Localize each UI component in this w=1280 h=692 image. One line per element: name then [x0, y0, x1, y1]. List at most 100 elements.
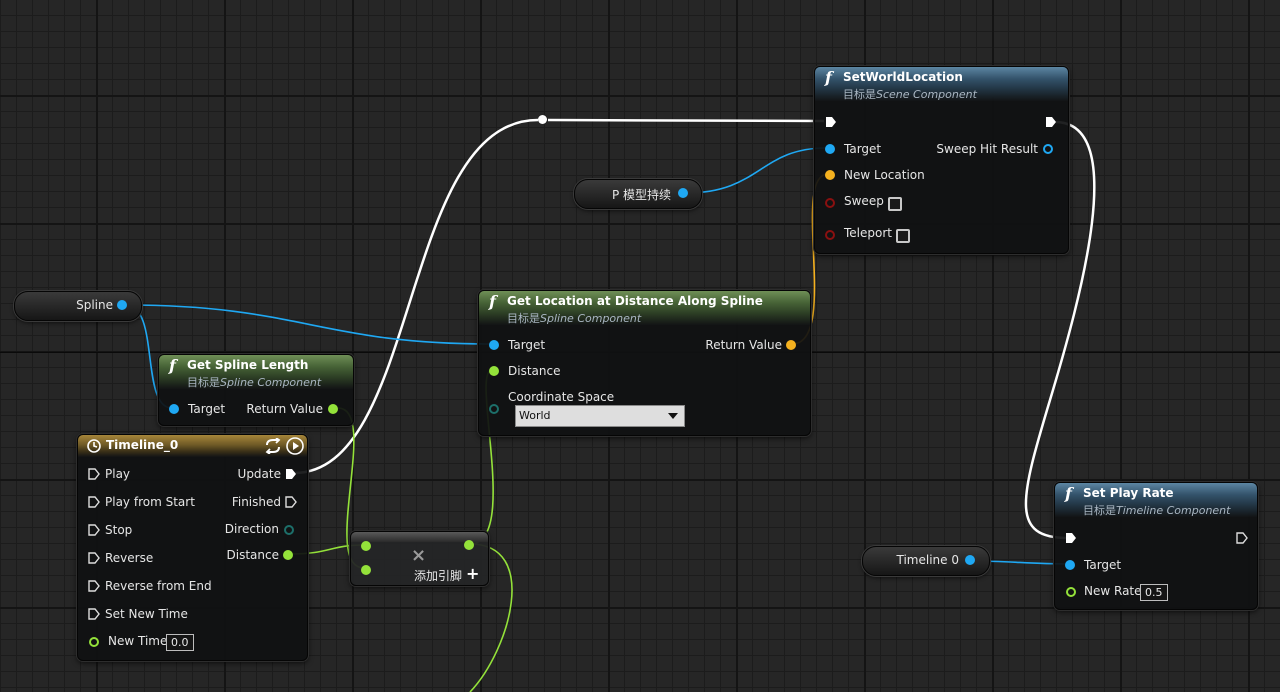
- node-subtitle: 目标是Spline Component: [507, 312, 642, 325]
- get-location-node[interactable]: f Get Location at Distance Along Spline …: [478, 290, 811, 436]
- node-title: Set Play Rate: [1083, 486, 1174, 500]
- distance-label: Distance: [508, 364, 561, 378]
- exec-out-pin[interactable]: [1045, 116, 1057, 128]
- spline-output-pin[interactable]: [117, 300, 127, 310]
- coordinate-space-pin[interactable]: [489, 404, 499, 414]
- multiply-input-a-pin[interactable]: [361, 541, 371, 551]
- target-pin[interactable]: [169, 404, 179, 414]
- distance-pin[interactable]: [489, 366, 499, 376]
- reroute-knot[interactable]: [538, 115, 547, 124]
- get-spline-length-node[interactable]: f Get Spline Length 目标是Spline Component …: [158, 354, 354, 426]
- play-from-start-exec-pin[interactable]: [88, 496, 100, 508]
- multiply-icon: ×: [411, 545, 427, 566]
- return-value-label: Return Value: [705, 338, 782, 352]
- sweep-hit-result-pin[interactable]: [1043, 144, 1053, 154]
- return-value-pin[interactable]: [328, 404, 338, 414]
- function-icon: f: [169, 356, 176, 375]
- chevron-down-icon: [668, 413, 678, 419]
- spline-variable-node[interactable]: Spline: [14, 291, 142, 321]
- new-rate-input[interactable]: 0.5: [1140, 584, 1168, 601]
- multiply-node[interactable]: × 添加引脚 +: [350, 531, 489, 586]
- loop-icon[interactable]: [264, 438, 282, 454]
- direction-label: Direction: [224, 522, 279, 536]
- timeline-node[interactable]: Timeline_0 Play Play from Start Stop Rev…: [77, 434, 308, 661]
- coordinate-space-label: Coordinate Space: [508, 390, 615, 404]
- distance-pin[interactable]: [283, 550, 293, 560]
- new-time-label: New Time: [108, 634, 168, 648]
- update-label: Update: [237, 467, 281, 481]
- teleport-label: Teleport: [844, 226, 892, 240]
- play-exec-pin[interactable]: [88, 468, 100, 480]
- target-pin[interactable]: [1065, 560, 1075, 570]
- sweep-label: Sweep: [844, 194, 884, 208]
- clock-icon: [87, 439, 101, 453]
- update-exec-pin[interactable]: [285, 468, 297, 480]
- node-title: SetWorldLocation: [843, 70, 963, 84]
- node-title: Timeline_0: [106, 438, 179, 452]
- node-title: Get Location at Distance Along Spline: [507, 294, 763, 308]
- reverse-exec-pin[interactable]: [88, 552, 100, 564]
- timeline0-output-pin[interactable]: [965, 555, 975, 565]
- target-label: Target: [1084, 558, 1122, 572]
- autoplay-icon[interactable]: [286, 437, 304, 455]
- reverse-label: Reverse: [105, 551, 154, 565]
- new-time-input[interactable]: 0.0: [166, 634, 194, 651]
- exec-in-pin[interactable]: [1065, 532, 1077, 544]
- p-model-output-pin[interactable]: [678, 188, 688, 198]
- node-header: f Set Play Rate 目标是Timeline Component: [1055, 483, 1257, 517]
- reverse-from-end-label: Reverse from End: [105, 579, 212, 593]
- target-label: Target: [508, 338, 546, 352]
- play-from-start-label: Play from Start: [105, 495, 195, 509]
- coordinate-space-value: World: [519, 409, 551, 422]
- new-location-label: New Location: [844, 168, 925, 182]
- sweep-pin[interactable]: [825, 198, 835, 208]
- target-label: Target: [188, 402, 226, 416]
- multiply-output-pin[interactable]: [464, 540, 474, 550]
- stop-exec-pin[interactable]: [88, 524, 100, 536]
- sweep-hit-result-label: Sweep Hit Result: [936, 142, 1038, 156]
- timeline0-variable-label: Timeline 0: [896, 553, 959, 567]
- wire-spline-to-getlocation: [125, 304, 491, 345]
- add-pin-label[interactable]: 添加引脚: [414, 569, 463, 583]
- function-icon: f: [825, 68, 832, 87]
- node-header: f Get Spline Length 目标是Spline Component: [159, 355, 353, 389]
- play-label: Play: [105, 467, 131, 481]
- node-subtitle: 目标是Spline Component: [187, 376, 322, 389]
- coordinate-space-dropdown[interactable]: World: [515, 405, 685, 427]
- teleport-checkbox[interactable]: [896, 229, 910, 243]
- new-location-pin[interactable]: [825, 170, 835, 180]
- stop-label: Stop: [105, 523, 133, 537]
- function-icon: f: [1065, 484, 1072, 503]
- timeline0-variable-node[interactable]: Timeline 0: [862, 546, 990, 576]
- return-value-pin[interactable]: [786, 340, 796, 350]
- new-time-pin[interactable]: [89, 637, 99, 647]
- reverse-from-end-exec-pin[interactable]: [88, 580, 100, 592]
- exec-in-pin[interactable]: [825, 116, 837, 128]
- set-new-time-exec-pin[interactable]: [88, 608, 100, 620]
- target-pin[interactable]: [825, 144, 835, 154]
- p-model-variable-node[interactable]: P 模型持续: [574, 179, 702, 209]
- set-new-time-label: Set New Time: [105, 607, 188, 621]
- function-icon: f: [489, 292, 496, 311]
- set-play-rate-node[interactable]: f Set Play Rate 目标是Timeline Component Ta…: [1054, 482, 1258, 610]
- distance-label: Distance: [226, 548, 279, 562]
- p-model-variable-label: P 模型持续: [611, 188, 671, 202]
- node-subtitle: 目标是Timeline Component: [1083, 504, 1231, 517]
- exec-out-pin[interactable]: [1236, 532, 1248, 544]
- multiply-input-b-pin[interactable]: [361, 565, 371, 575]
- set-world-location-node[interactable]: f SetWorldLocation 目标是Scene Component Ta…: [814, 66, 1069, 254]
- finished-exec-pin[interactable]: [285, 496, 297, 508]
- add-pin-icon[interactable]: +: [466, 564, 480, 583]
- node-header: Timeline_0: [78, 435, 307, 457]
- exec-wire-reroute-setworld: [547, 118, 825, 123]
- node-header: [351, 532, 488, 542]
- teleport-pin[interactable]: [825, 230, 835, 240]
- sweep-checkbox[interactable]: [888, 197, 902, 211]
- target-pin[interactable]: [489, 340, 499, 350]
- new-rate-pin[interactable]: [1066, 587, 1076, 597]
- wire-pmodel-to-setworld: [685, 147, 827, 194]
- spline-variable-label: Spline: [76, 298, 113, 312]
- direction-pin[interactable]: [284, 525, 294, 535]
- finished-label: Finished: [231, 495, 281, 509]
- return-value-label: Return Value: [246, 402, 323, 416]
